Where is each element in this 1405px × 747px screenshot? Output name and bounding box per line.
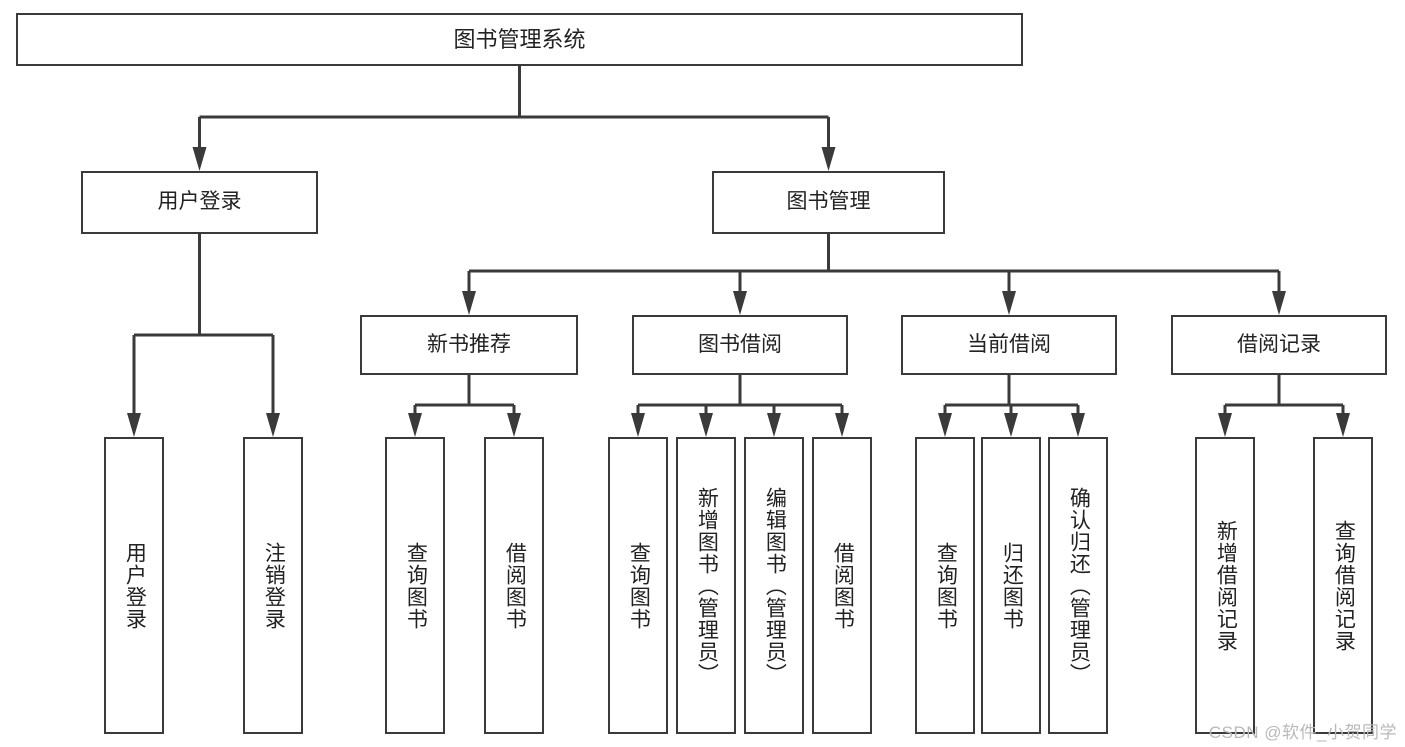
node-leaf-rec-query[interactable]: 查询图书 xyxy=(385,437,445,734)
node-leaf-cb-confirm[interactable]: 确认归还（管理员） xyxy=(1048,437,1108,734)
node-label: 查询图书 xyxy=(627,541,651,630)
node-label: 图书管理系统 xyxy=(453,26,586,52)
node-leaf-bb-borrow[interactable]: 借阅图书 xyxy=(812,437,872,734)
node-label: 当前借阅 xyxy=(967,332,1051,356)
node-label: 用户登录 xyxy=(123,541,147,630)
node-label: 确认归还（管理员） xyxy=(1067,486,1091,685)
node-label: 查询借阅记录 xyxy=(1332,519,1356,652)
node-label: 查询图书 xyxy=(934,541,958,630)
node-leaf-user-logout[interactable]: 注销登录 xyxy=(243,437,303,734)
node-label: 借阅图书 xyxy=(503,541,527,630)
node-leaf-cb-return[interactable]: 归还图书 xyxy=(981,437,1041,734)
node-leaf-rec-borrow[interactable]: 借阅图书 xyxy=(484,437,544,734)
node-label: 注销登录 xyxy=(262,541,286,630)
node-leaf-br-query[interactable]: 查询借阅记录 xyxy=(1313,437,1373,734)
node-new-book-rec[interactable]: 新书推荐 xyxy=(360,315,578,375)
node-leaf-bb-query[interactable]: 查询图书 xyxy=(608,437,668,734)
node-book-manage[interactable]: 图书管理 xyxy=(712,171,945,234)
node-label: 图书管理 xyxy=(786,190,871,214)
node-leaf-bb-add[interactable]: 新增图书（管理员） xyxy=(676,437,736,734)
node-label: 新增借阅记录 xyxy=(1214,519,1238,652)
node-leaf-user-login[interactable]: 用户登录 xyxy=(104,437,164,734)
node-leaf-cb-query[interactable]: 查询图书 xyxy=(915,437,975,734)
node-current-borrow[interactable]: 当前借阅 xyxy=(901,315,1117,375)
node-label: 编辑图书（管理员） xyxy=(763,486,787,685)
node-label: 用户登录 xyxy=(157,190,242,214)
node-label: 归还图书 xyxy=(1000,541,1024,630)
node-leaf-br-add[interactable]: 新增借阅记录 xyxy=(1195,437,1255,734)
node-root[interactable]: 图书管理系统 xyxy=(16,13,1023,66)
node-leaf-bb-edit[interactable]: 编辑图书（管理员） xyxy=(744,437,804,734)
node-borrow-record[interactable]: 借阅记录 xyxy=(1171,315,1387,375)
node-user-login[interactable]: 用户登录 xyxy=(81,171,318,234)
node-label: 新书推荐 xyxy=(427,332,511,356)
node-label: 借阅记录 xyxy=(1237,332,1321,356)
node-book-borrow[interactable]: 图书借阅 xyxy=(632,315,848,375)
node-label: 查询图书 xyxy=(404,541,428,630)
node-label: 图书借阅 xyxy=(698,332,782,356)
node-label: 新增图书（管理员） xyxy=(695,486,719,685)
node-label: 借阅图书 xyxy=(831,541,855,630)
